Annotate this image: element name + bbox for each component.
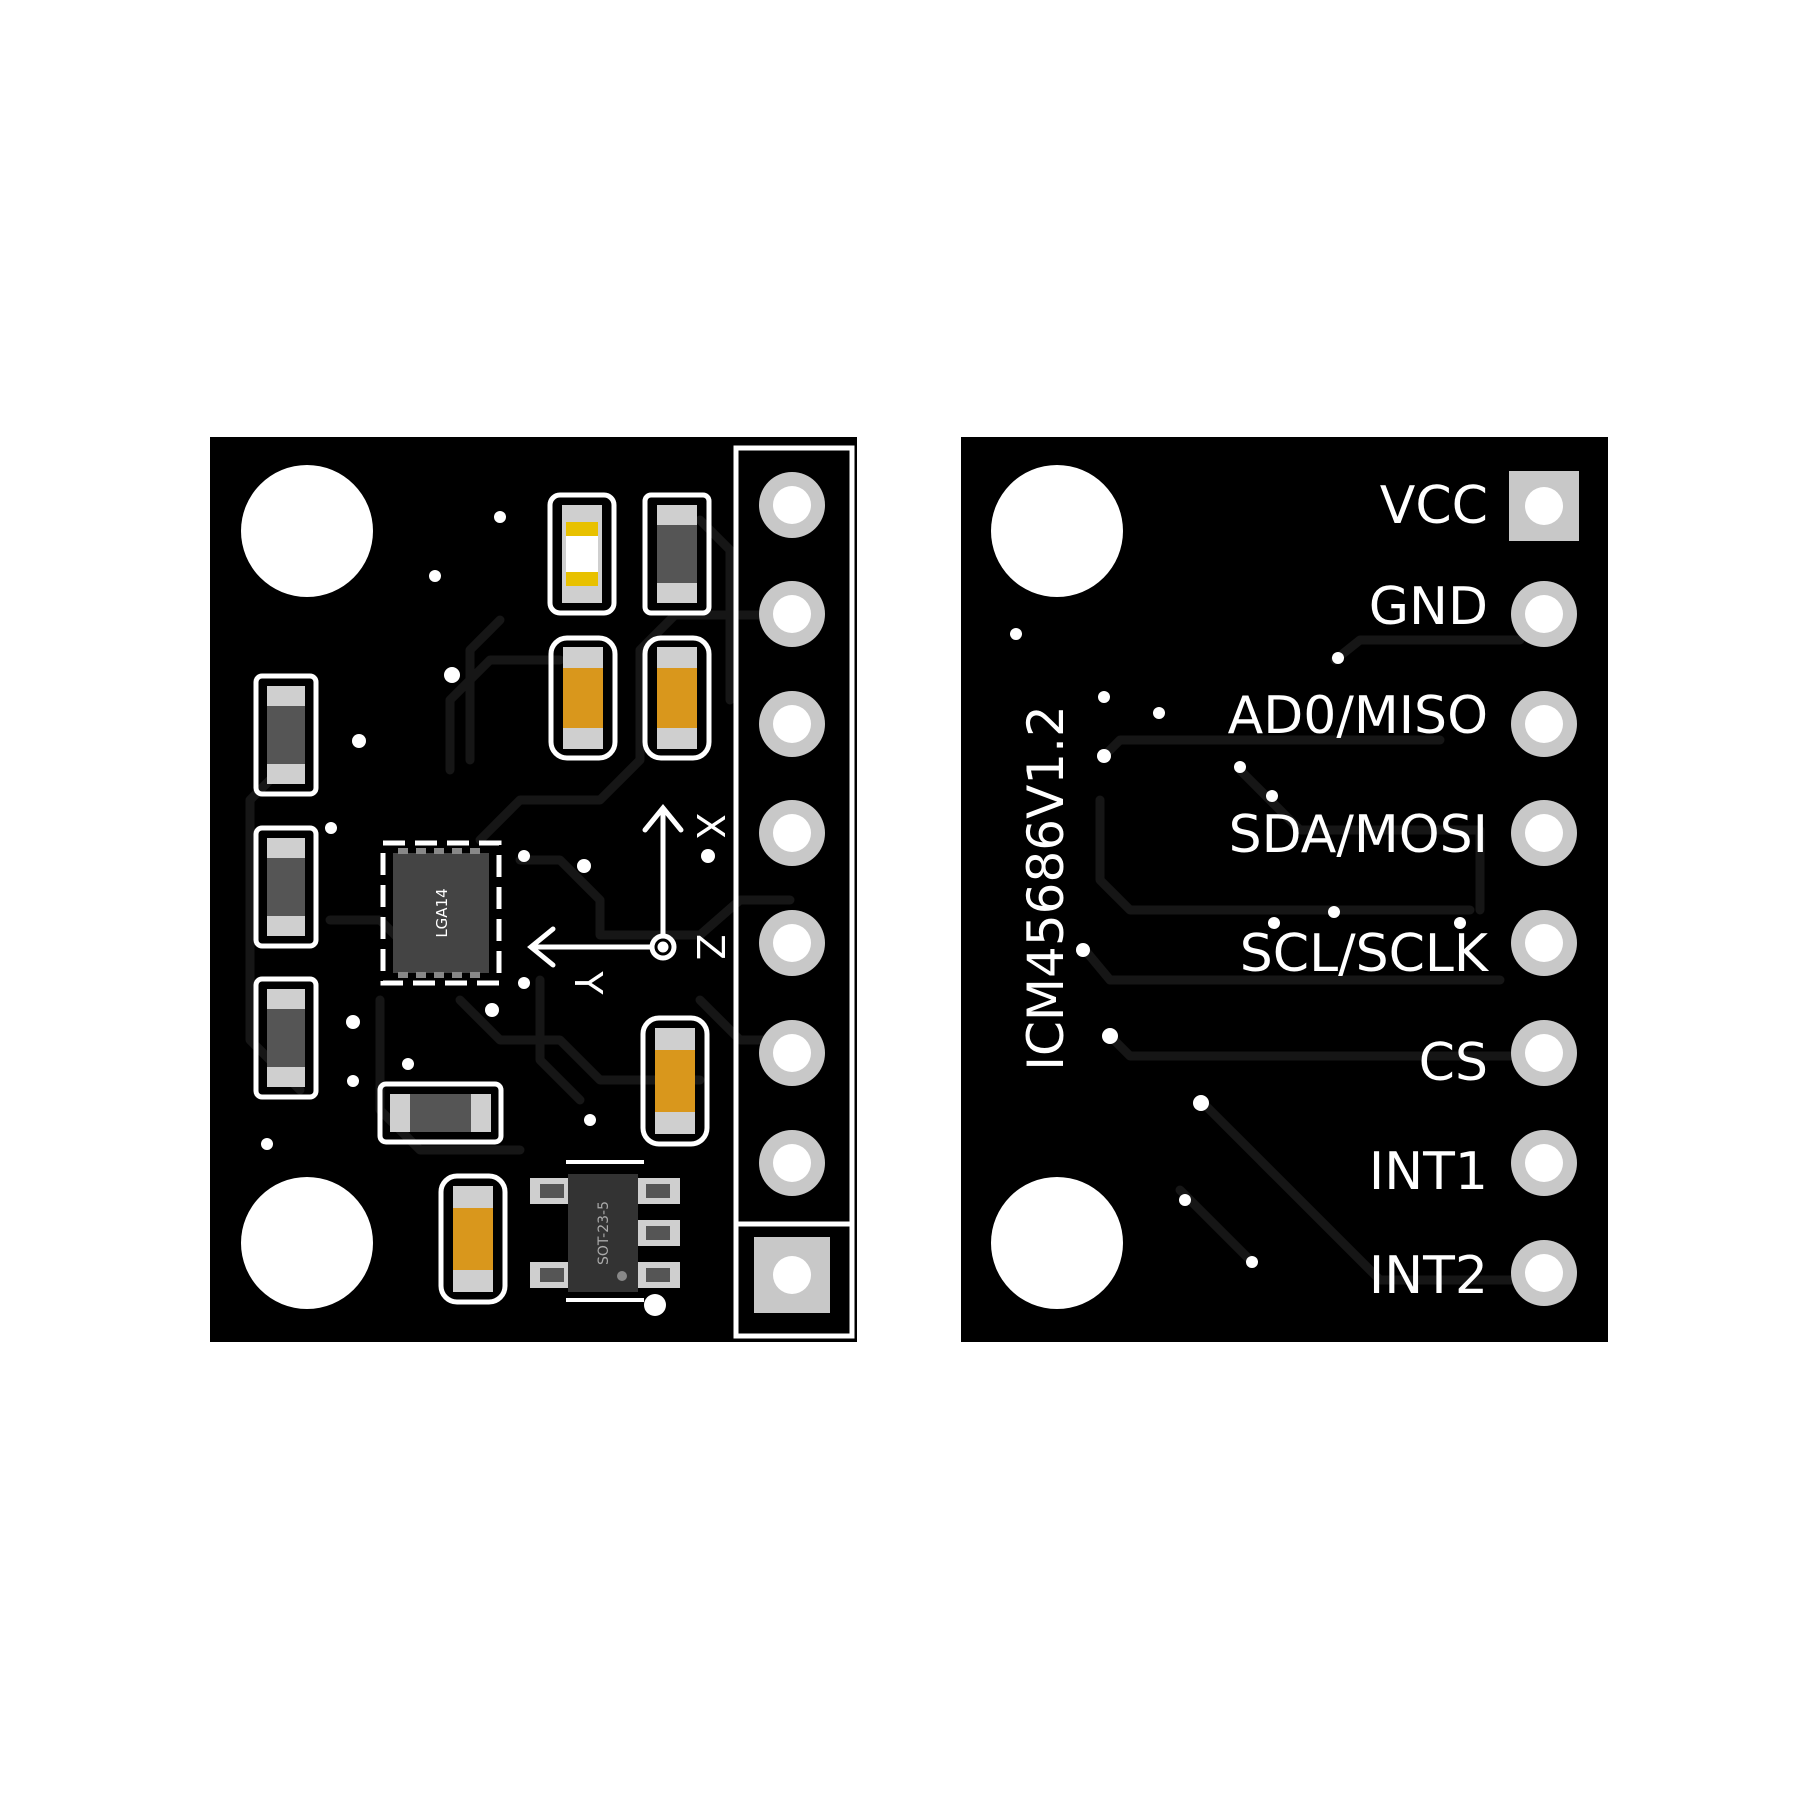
axis-label-z: Z [688, 934, 732, 960]
sensor-chip-label: LGA14 [433, 888, 451, 937]
pin-pad-vcc[interactable] [1509, 471, 1579, 541]
pin-pad-sda-mosi[interactable] [1511, 800, 1577, 866]
header-outline [733, 445, 855, 1339]
mounting-hole-top-left-back [991, 465, 1123, 597]
axis-indicator [527, 804, 684, 968]
pin-pad-int1[interactable] [1511, 1130, 1577, 1196]
front-board: LGA14 SOT-23-5 [210, 437, 857, 1342]
capacitor-component [438, 1173, 508, 1305]
axis-label-y: Y [566, 970, 610, 995]
header-pin[interactable] [759, 691, 825, 757]
back-pads [1509, 471, 1579, 1306]
pin-label-ad0-miso: AD0/MISO [1228, 686, 1488, 746]
header-pin[interactable] [759, 1130, 825, 1196]
mounting-hole-bottom-left [241, 1177, 373, 1309]
pin-pad-gnd[interactable] [1511, 581, 1577, 647]
capacitor-component [548, 635, 618, 761]
header-pin-square[interactable] [754, 1237, 830, 1313]
header-pin[interactable] [759, 910, 825, 976]
pin-pad-cs[interactable] [1511, 1020, 1577, 1086]
pin-label-int1: INT1 [1369, 1142, 1488, 1202]
front-header-pins [754, 472, 830, 1313]
back-board-traces [1080, 635, 1535, 1285]
resistor-component [377, 1081, 504, 1145]
pin-label-int2: INT2 [1369, 1246, 1488, 1306]
resistor-component [253, 673, 319, 797]
regulator-chip: SOT-23-5 [530, 1160, 680, 1316]
header-pin[interactable] [759, 472, 825, 538]
capacitor-component [640, 1015, 710, 1147]
pin-pad-ad0-miso[interactable] [1511, 691, 1577, 757]
resistor-component [642, 492, 712, 616]
led-component [547, 492, 617, 616]
pin-label-vcc: VCC [1380, 476, 1488, 536]
pin-pad-scl-sclk[interactable] [1511, 910, 1577, 976]
resistor-component [253, 976, 319, 1100]
axis-label-x: X [688, 813, 732, 839]
pin-label-sda-mosi: SDA/MOSI [1229, 805, 1488, 865]
pin-label-gnd: GND [1369, 577, 1488, 637]
capacitor-component [642, 635, 712, 761]
back-board: ICM45686V1.2 VCC GND AD0/MISO SDA/MOSI S… [961, 437, 1608, 1342]
resistor-component [253, 825, 319, 949]
pin-pad-int2[interactable] [1511, 1240, 1577, 1306]
mounting-hole-bottom-left-back [991, 1177, 1123, 1309]
header-pin[interactable] [759, 1020, 825, 1086]
pin-label-cs: CS [1419, 1033, 1488, 1093]
front-vias [261, 511, 715, 1150]
sensor-chip: LGA14 [380, 840, 502, 986]
board-label: ICM45686V1.2 [1017, 705, 1075, 1071]
regulator-label: SOT-23-5 [596, 1201, 612, 1265]
mounting-hole-top-left [241, 465, 373, 597]
pin-label-scl-sclk: SCL/SCLK [1240, 924, 1490, 984]
header-pin[interactable] [759, 800, 825, 866]
back-vias [1010, 628, 1466, 1268]
header-pin[interactable] [759, 581, 825, 647]
